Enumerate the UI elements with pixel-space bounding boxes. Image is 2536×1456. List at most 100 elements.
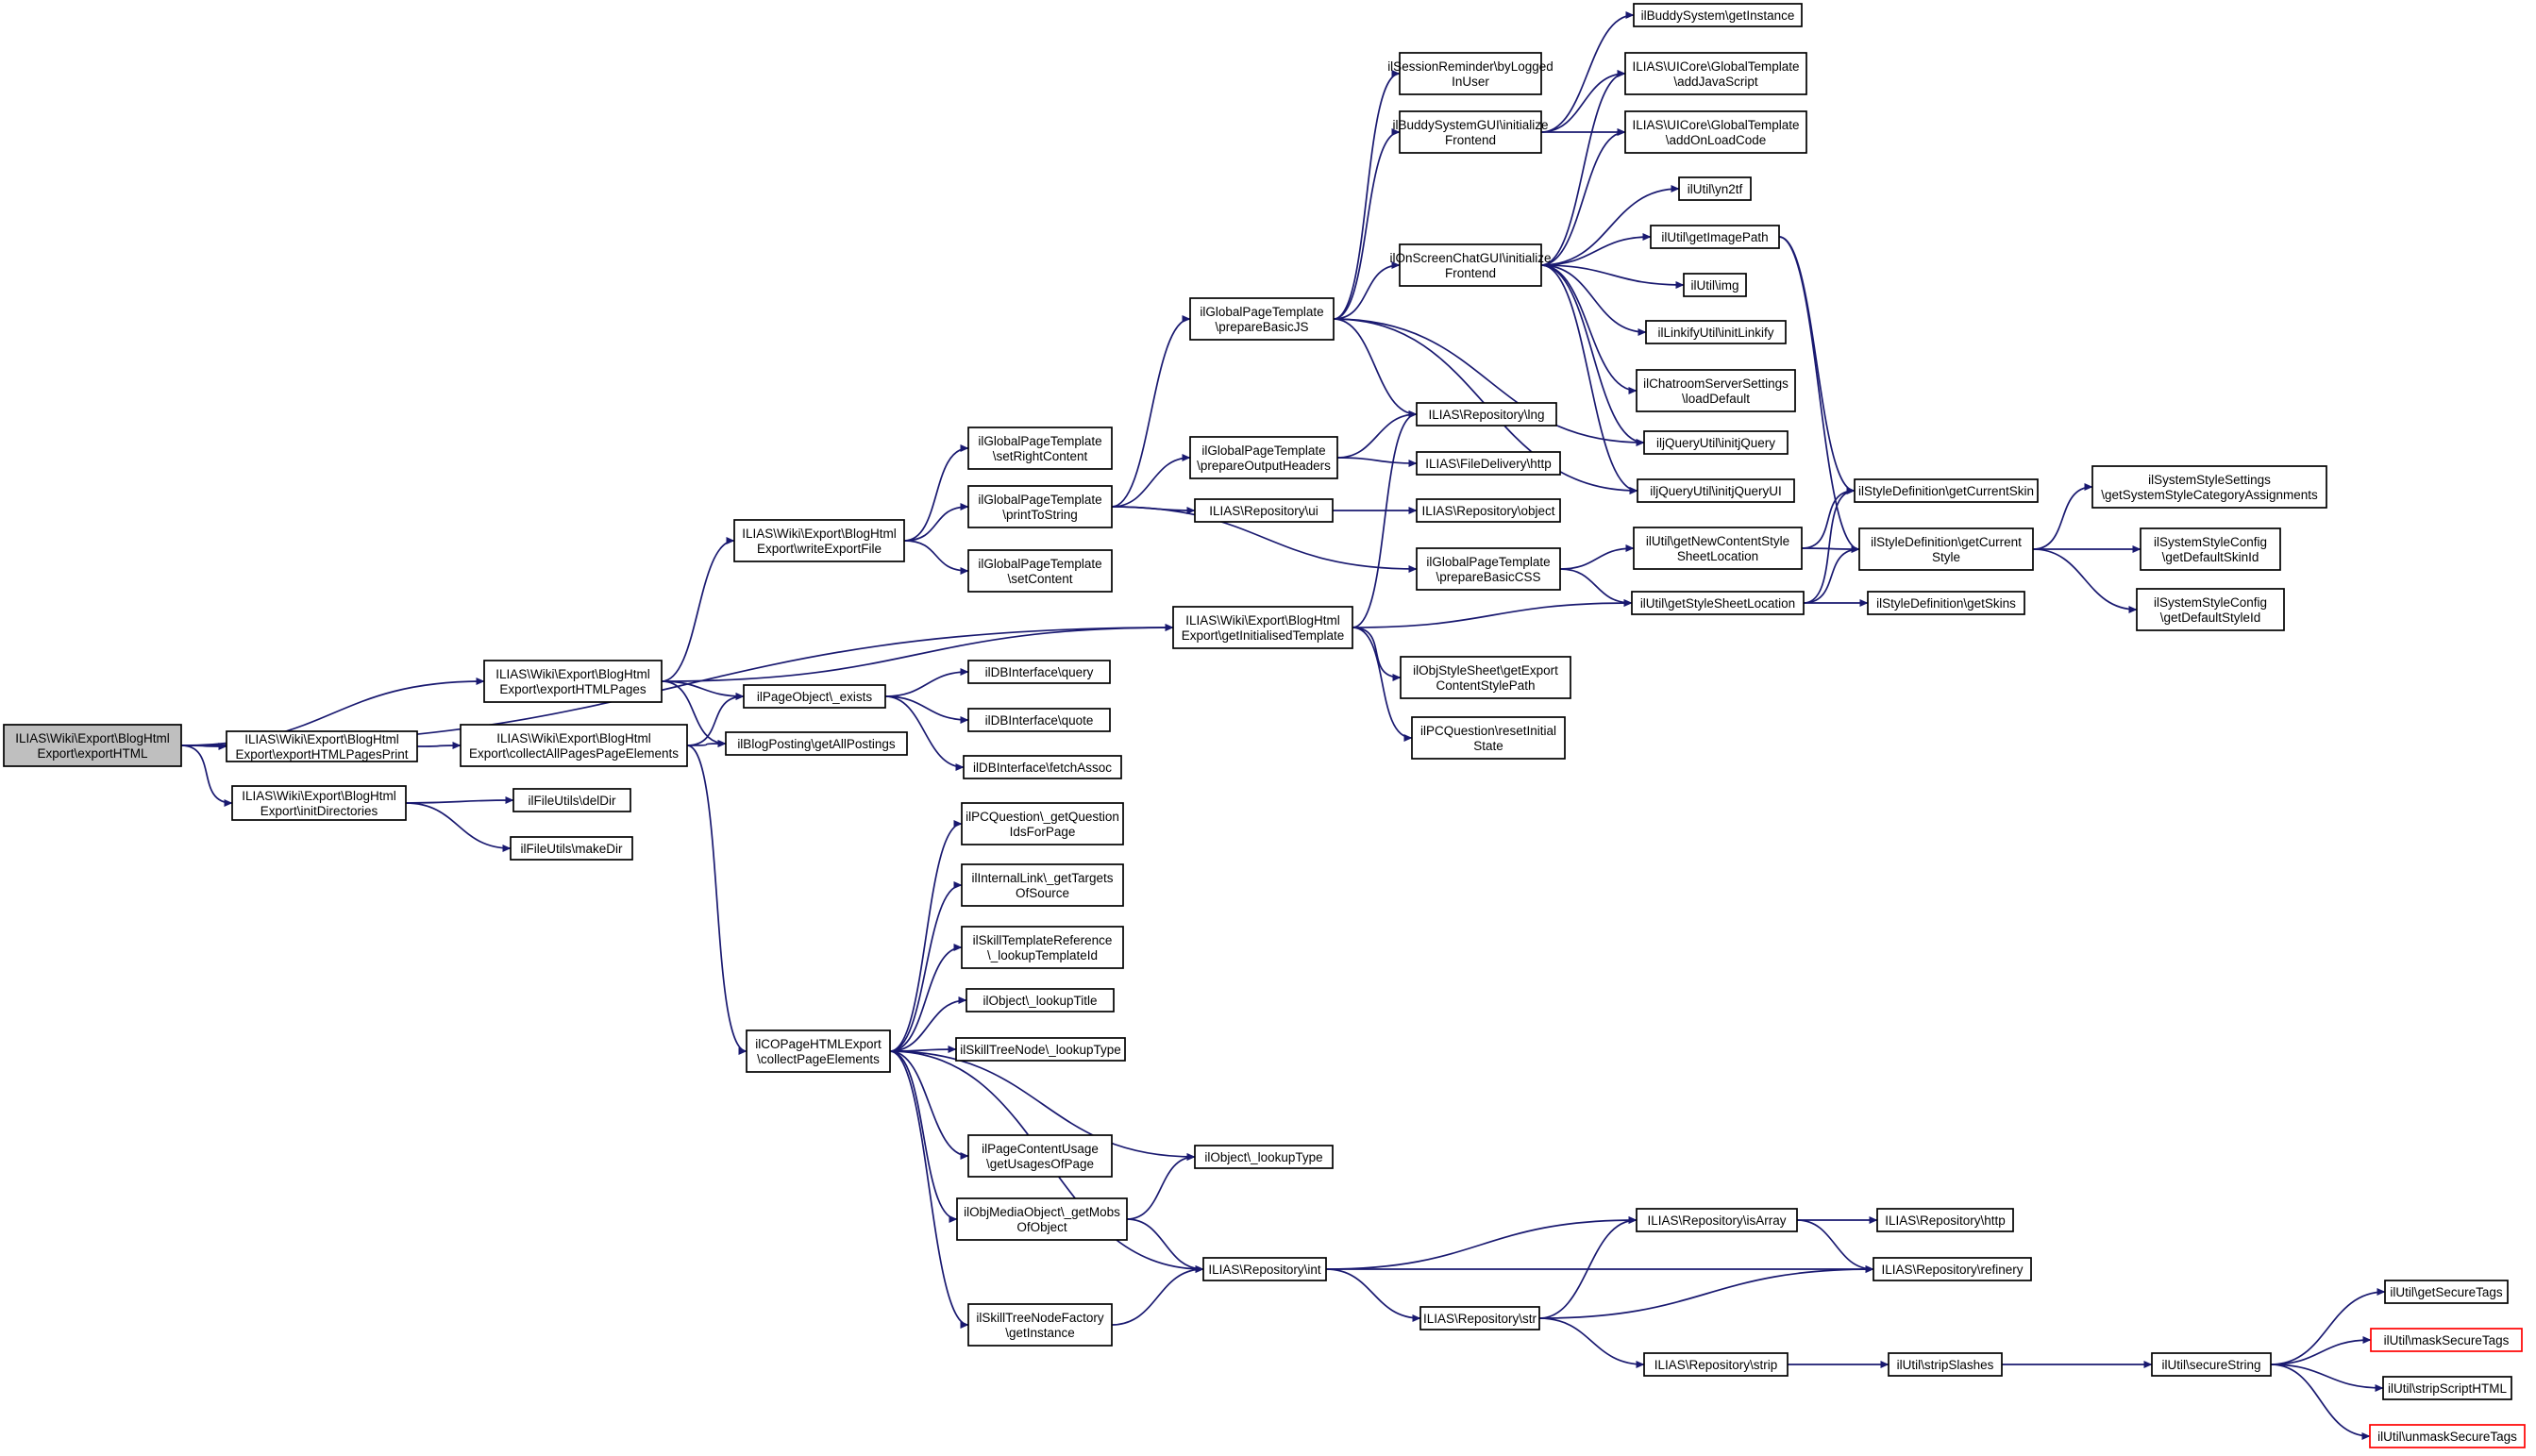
graph-node-n15[interactable]: ilDBInterface\quote [967, 708, 1111, 732]
graph-node-n36[interactable]: ILIAS\Repository\object [1416, 498, 1561, 523]
graph-node-n26[interactable]: ilGlobalPageTemplate\prepareOutputHeader… [1189, 436, 1338, 479]
graph-node-n46[interactable]: ilUtil\img [1683, 273, 1747, 297]
graph-node-n28[interactable]: ILIAS\Wiki\Export\BlogHtmlExport\getInit… [1172, 606, 1353, 649]
graph-node-n7[interactable]: ilFileUtils\makeDir [510, 836, 633, 861]
graph-node-n34[interactable]: ILIAS\Repository\lng [1416, 402, 1557, 427]
edge-n56-to-n61 [2032, 482, 2093, 550]
graph-node-n59[interactable]: ILIAS\Repository\refinery [1873, 1257, 2032, 1281]
node-label-line: ilPCQuestion\resetInitial [1420, 724, 1556, 738]
graph-node-n52[interactable]: ilUtil\getStyleSheetLocation [1631, 591, 1805, 615]
graph-node-n60[interactable]: ilUtil\stripSlashes [1888, 1352, 2003, 1377]
graph-node-n20[interactable]: ilObject\_lookupTitle [966, 988, 1115, 1013]
node-label-line: ilObject\_lookupType [1204, 1150, 1322, 1164]
graph-node-n37[interactable]: ilGlobalPageTemplate\prepareBasicCSS [1416, 547, 1561, 591]
graph-node-n53[interactable]: ILIAS\Repository\isArray [1636, 1208, 1798, 1232]
graph-node-n0[interactable]: ILIAS\Wiki\Export\BlogHtmlExport\exportH… [3, 724, 182, 767]
edge-path [661, 680, 745, 701]
graph-node-n12[interactable]: ilGlobalPageTemplate\printToString [967, 485, 1113, 528]
edge-path [889, 820, 963, 1052]
graph-node-n4[interactable]: ILIAS\Wiki\Export\BlogHtmlExport\collect… [460, 724, 688, 767]
graph-node-n9[interactable]: ilBlogPosting\getAllPostings [725, 731, 908, 756]
edge-path [1540, 127, 1626, 266]
graph-node-n21[interactable]: ilSkillTreeNode\_lookupType [955, 1037, 1126, 1062]
node-label-line: iljQueryUtil\initjQuery [1656, 436, 1775, 450]
graph-node-n8[interactable]: ilPageObject\_exists [743, 684, 886, 709]
graph-node-n58[interactable]: ILIAS\Repository\http [1876, 1208, 2014, 1232]
graph-node-n68[interactable]: ilUtil\unmaskSecureTags [2369, 1424, 2526, 1448]
graph-node-n43[interactable]: ILIAS\UICore\GlobalTemplate\addOnLoadCod… [1624, 110, 1807, 154]
graph-node-n25[interactable]: ilGlobalPageTemplate\prepareBasicJS [1189, 297, 1335, 341]
nodes-layer: ILIAS\Wiki\Export\BlogHtmlExport\exportH… [3, 3, 2526, 1448]
node-label-line: Export\exportHTMLPagesPrint [235, 747, 408, 761]
node-label-line: Export\initDirectories [260, 804, 378, 818]
node-box [733, 519, 905, 562]
graph-node-n44[interactable]: ilUtil\yn2tf [1678, 176, 1752, 201]
graph-node-n66[interactable]: ilUtil\maskSecureTags [2370, 1328, 2523, 1352]
graph-node-n2[interactable]: ILIAS\Wiki\Export\BlogHtmlExport\exportH… [226, 730, 418, 762]
node-label-line: \getDefaultSkinId [2162, 550, 2259, 564]
graph-node-n14[interactable]: ilDBInterface\query [967, 660, 1111, 684]
graph-node-n10[interactable]: ilCOPageHTMLExport\collectPageElements [746, 1029, 891, 1073]
edge-path [1111, 506, 1418, 574]
graph-node-n1[interactable]: ILIAS\Wiki\Export\BlogHtmlExport\exportH… [483, 660, 663, 703]
graph-node-n55[interactable]: ilStyleDefinition\getCurrentSkin [1854, 478, 2039, 503]
graph-node-n11[interactable]: ilGlobalPageTemplate\setRightContent [967, 427, 1113, 470]
node-label-line: Export\exportHTML [37, 746, 148, 761]
node-box [967, 708, 1111, 732]
graph-node-n30[interactable]: ILIAS\Repository\int [1202, 1257, 1327, 1281]
node-box [1416, 498, 1561, 523]
edge-n33-to-n50 [1540, 264, 1638, 495]
graph-node-n5[interactable]: ILIAS\Wiki\Export\BlogHtmlExport\writeEx… [733, 519, 905, 562]
graph-node-n29[interactable]: ilObject\_lookupType [1194, 1145, 1334, 1169]
graph-node-n47[interactable]: ilLinkifyUtil\initLinkify [1645, 320, 1787, 344]
node-label-line: iljQueryUtil\initjQueryUI [1650, 484, 1782, 498]
graph-node-n49[interactable]: iljQueryUtil\initjQuery [1643, 430, 1789, 455]
graph-node-n3[interactable]: ILIAS\Wiki\Export\BlogHtmlExport\initDir… [231, 785, 407, 821]
node-box [2136, 588, 2285, 631]
edge-path [1111, 453, 1191, 508]
graph-node-n61[interactable]: ilSystemStyleSettings\getSystemStyleCate… [2091, 465, 2327, 509]
node-label-line: ilSystemStyleConfig [2154, 595, 2267, 610]
graph-node-n62[interactable]: ilSystemStyleConfig\getDefaultSkinId [2140, 527, 2281, 571]
graph-node-n35[interactable]: ILIAS\FileDelivery\http [1416, 451, 1561, 476]
graph-node-n50[interactable]: iljQueryUtil\initjQueryUI [1637, 478, 1795, 503]
graph-node-n38[interactable]: ilObjStyleSheet\getExportContentStylePat… [1400, 656, 1571, 699]
node-box [967, 1303, 1113, 1347]
edge-n5-to-n11 [903, 443, 969, 542]
node-label-line: ilGlobalPageTemplate [978, 557, 1101, 571]
edge-n30-to-n40 [1325, 1268, 1421, 1323]
graph-node-n65[interactable]: ilUtil\getSecureTags [2384, 1280, 2509, 1304]
graph-node-n16[interactable]: ilDBInterface\fetchAssoc [963, 755, 1122, 779]
edge-path [1126, 1152, 1196, 1220]
graph-node-n42[interactable]: ILIAS\UICore\GlobalTemplate\addJavaScrip… [1624, 52, 1807, 95]
graph-node-n19[interactable]: ilSkillTemplateReference\_lookupTemplate… [961, 926, 1124, 969]
graph-node-n57[interactable]: ilStyleDefinition\getSkins [1867, 591, 2025, 615]
graph-node-n48[interactable]: ilChatroomServerSettings\loadDefault [1636, 369, 1796, 412]
graph-node-n40[interactable]: ILIAS\Repository\str [1419, 1306, 1540, 1330]
edge-n28-to-n38 [1352, 627, 1402, 682]
graph-node-n45[interactable]: ilUtil\getImagePath [1650, 225, 1780, 249]
graph-node-n27[interactable]: ILIAS\Repository\ui [1194, 498, 1334, 523]
graph-node-n54[interactable]: ILIAS\Repository\strip [1643, 1352, 1789, 1377]
graph-node-n41[interactable]: ilBuddySystem\getInstance [1633, 3, 1803, 27]
graph-node-n6[interactable]: ilFileUtils\delDir [512, 788, 631, 812]
graph-node-n67[interactable]: ilUtil\stripScriptHTML [2382, 1376, 2512, 1400]
edge-path [903, 443, 969, 542]
graph-node-n13[interactable]: ilGlobalPageTemplate\setContent [967, 549, 1113, 593]
node-box [231, 785, 407, 821]
graph-node-n63[interactable]: ilSystemStyleConfig\getDefaultStyleId [2136, 588, 2285, 631]
graph-node-n22[interactable]: ilPageContentUsage\getUsagesOfPage [967, 1134, 1113, 1178]
graph-node-n64[interactable]: ilUtil\secureString [2151, 1352, 2272, 1377]
node-label-line: ilUtil\img [1690, 278, 1738, 293]
node-box [1416, 402, 1557, 427]
graph-node-n24[interactable]: ilSkillTreeNodeFactory\getInstance [967, 1303, 1113, 1347]
